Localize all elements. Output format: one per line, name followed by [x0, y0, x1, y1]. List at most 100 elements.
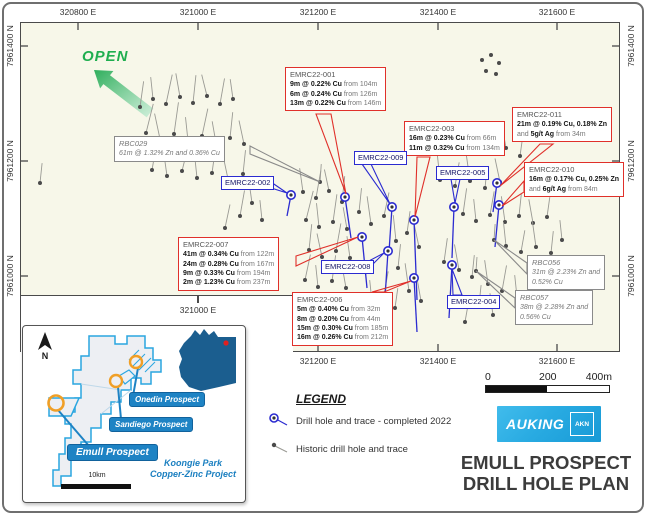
- inset-location-map: N Onedin Prospect Sandiego Prospect Emul…: [22, 325, 246, 503]
- tenement-internal-line: [80, 383, 132, 415]
- annotation-intercept: 41m @ 0.34% Cu from 122m: [183, 251, 275, 259]
- annotation-intercept: 16m @ 0.17% Cu, 0.25% Zn: [529, 176, 620, 184]
- annotation-id: RBC057: [520, 293, 549, 302]
- easting-axis-label: 321400 E: [419, 7, 457, 17]
- easting-axis-label: 321400 E: [419, 356, 457, 366]
- annotation-id: EMRC22-010: [529, 165, 575, 174]
- north-label: N: [42, 351, 49, 361]
- annotation-EMRC22-002: EMRC22-002: [221, 176, 275, 191]
- legend-title: LEGEND: [296, 392, 347, 406]
- annotation-intercept: 11m @ 0.32% Cu from 134m: [409, 144, 500, 152]
- plan-title-line1: EMULL PROSPECT: [460, 452, 632, 473]
- sandiego-prospect-label: Sandiego Prospect: [109, 417, 194, 432]
- annotation-intercept: 2m @ 1.23% Cu from 237m: [183, 279, 271, 287]
- legend: LEGEND Drill hole and trace - completed …: [269, 392, 452, 472]
- scale-bar-graphic: [485, 385, 610, 393]
- annotation-intercept: 9m @ 0.22% Cu from 104m: [290, 81, 378, 89]
- annotation-intercept: 24m @ 0.28% Cu from 167m: [183, 260, 275, 268]
- annotation-id: EMRC22-001: [290, 70, 336, 79]
- completed-drill-hole-icon: [266, 410, 292, 431]
- annotation-EMRC22-005: EMRC22-005: [436, 166, 490, 181]
- annotation-id: EMRC22-011: [517, 110, 562, 119]
- annotation-intercept: 15m @ 0.30% Cu from 185m: [297, 325, 389, 332]
- northing-axis-label: 7961200 N: [5, 140, 15, 182]
- annotation-id: EMRC22-005: [440, 168, 486, 177]
- easting-axis-label: 321200 E: [299, 356, 337, 366]
- annotation-intercept: 16m @ 0.26% Cu from 212m: [297, 334, 389, 342]
- project-name-line1: Koongie Park: [163, 458, 222, 468]
- annotation-intercept: 6m @ 0.24% Cu from 126m: [290, 90, 378, 98]
- annotation-EMRC22-009: EMRC22-009: [354, 151, 408, 166]
- northing-axis-label: 7961400 N: [5, 25, 15, 67]
- map-scale-bar: 0 200 400m: [485, 371, 612, 393]
- annotation-id: EMRC22-003: [409, 124, 455, 133]
- legend-item-completed: Drill hole and trace - completed 2022: [269, 413, 452, 427]
- annotation-intercept: 0.56% Cu: [520, 313, 551, 321]
- inset-leader-lines: [57, 367, 139, 447]
- scale-tick-0: 0: [485, 371, 491, 383]
- easting-axis-label: 321600 E: [538, 7, 576, 17]
- emull-prospect-label: Emull Prospect: [67, 444, 158, 461]
- grid-tick: [197, 296, 199, 303]
- onedin-prospect-label: Onedin Prospect: [129, 392, 206, 407]
- easting-axis-label: 321200 E: [299, 7, 337, 17]
- annotation-intercept: 5m @ 0.40% Cu from 32m: [297, 306, 381, 314]
- annotation-EMRC22-004: EMRC22-004: [447, 295, 501, 310]
- annotation-id: EMRC22-007: [183, 240, 229, 249]
- northing-axis-label: 7961400 N: [626, 25, 636, 67]
- easting-axis-label: 321600 E: [538, 356, 576, 366]
- annotation-intercept: and 6g/t Ag from 84m: [529, 185, 598, 193]
- annotation-id: EMRC22-006: [297, 295, 343, 304]
- annotation-id: RBC029: [119, 139, 148, 148]
- sandiego-prospect-marker: [108, 373, 124, 389]
- northing-axis-label: 7961200 N: [626, 140, 636, 182]
- auking-logo-text: AUKING: [506, 416, 565, 432]
- easting-axis-label: 320800 E: [59, 7, 97, 17]
- project-location-dot: [223, 340, 229, 346]
- scale-tick-200: 200: [539, 371, 557, 383]
- annotation-intercept: and 5g/t Ag from 34m: [517, 130, 586, 138]
- annotation-EMRC22-008: EMRC22-008: [321, 260, 375, 275]
- project-name-label: Koongie Park Copper-Zinc Project: [145, 458, 241, 481]
- plan-title: EMULL PROSPECT DRILL HOLE PLAN: [458, 452, 634, 495]
- annotation-intercept: 21m @ 0.19% Cu, 0.18% Zn: [517, 121, 608, 129]
- emull-prospect-marker: [47, 394, 65, 412]
- annotation-id: EMRC22-008: [325, 262, 371, 271]
- northing-axis-label: 7961000 N: [626, 255, 636, 297]
- auking-logo: AUKING AKN: [497, 406, 601, 442]
- easting-axis-label: 321000 E: [179, 305, 217, 315]
- plan-title-line2: DRILL HOLE PLAN: [462, 473, 630, 495]
- legend-item-label: Historic drill hole and trace: [296, 444, 408, 455]
- onedin-prospect-marker: [128, 354, 144, 370]
- historic-drill-hole-icon: [266, 438, 292, 459]
- legend-item-label: Drill hole and trace - completed 2022: [296, 416, 452, 427]
- annotation-id: RBC056: [532, 258, 561, 267]
- annotation-intercept: 13m @ 0.22% Cu from 146m: [290, 100, 382, 107]
- inset-scale-label: 10km: [88, 472, 106, 479]
- legend-item-historic: Historic drill hole and trace: [271, 442, 451, 455]
- hatched-area: [128, 349, 156, 373]
- northing-axis-label: 7961000 N: [5, 255, 15, 297]
- project-name-line2: Copper-Zinc Project: [149, 469, 236, 480]
- annotation-intercept: 9m @ 0.33% Cu from 194m: [183, 270, 271, 277]
- open-mineralisation-label: OPEN: [82, 48, 129, 65]
- western-australia-map: [179, 329, 236, 391]
- annotation-id: EMRC22-009: [358, 153, 404, 162]
- inset-scale-bar: [61, 484, 131, 489]
- annotation-intercept: 0.52% Cu: [532, 278, 563, 286]
- annotation-id: EMRC22-002: [225, 178, 271, 187]
- easting-axis-label: 321000 E: [179, 7, 217, 17]
- annotation-id: EMRC22-004: [451, 297, 497, 306]
- scale-tick-400: 400m: [585, 371, 612, 383]
